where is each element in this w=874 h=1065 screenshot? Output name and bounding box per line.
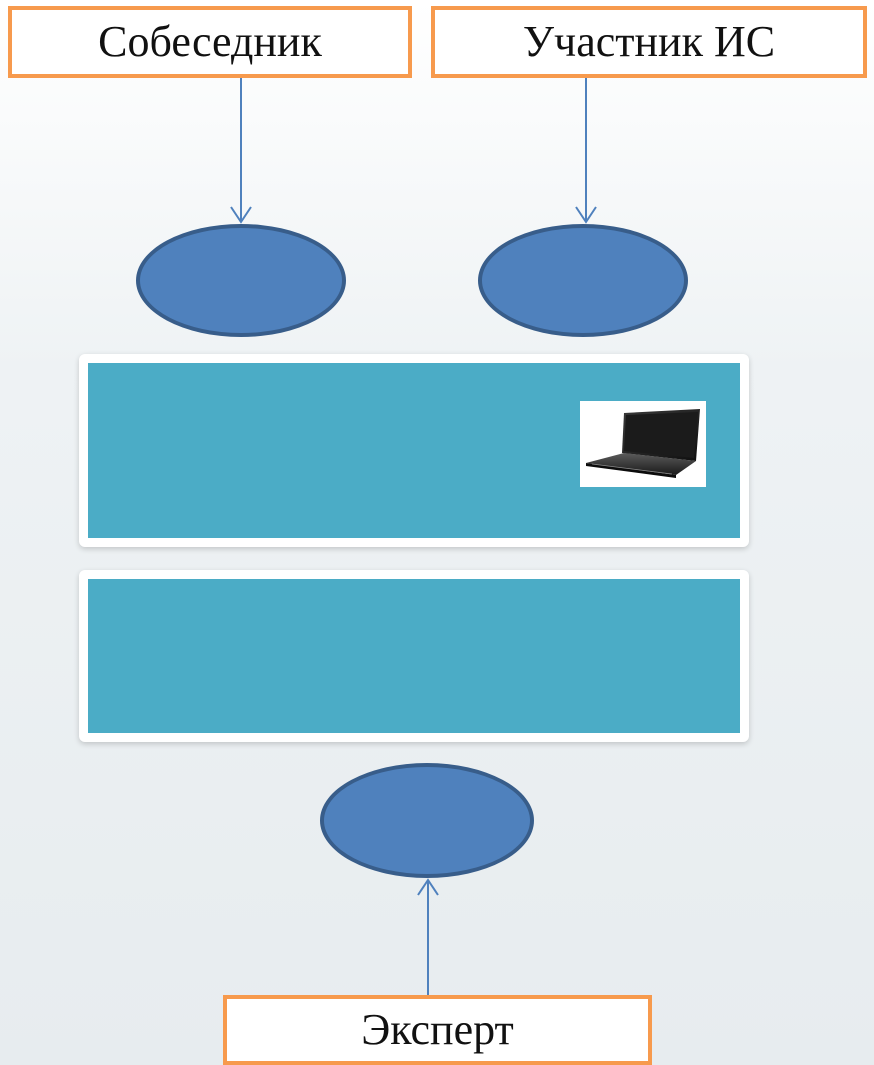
arrowhead-right <box>576 207 596 222</box>
ellipse-left <box>136 224 346 337</box>
panel-top <box>79 354 749 547</box>
ellipse-right <box>478 224 688 337</box>
label-uchastnik-is: Участник ИС <box>431 6 867 78</box>
label-sobesednik: Собеседник <box>8 6 412 78</box>
laptop-icon <box>580 401 706 487</box>
panel-bottom <box>79 570 749 742</box>
arrowhead-left <box>231 207 251 222</box>
label-ekspert: Эксперт <box>223 995 652 1065</box>
arrowhead-bottom <box>418 880 438 895</box>
ellipse-bottom <box>320 763 534 878</box>
